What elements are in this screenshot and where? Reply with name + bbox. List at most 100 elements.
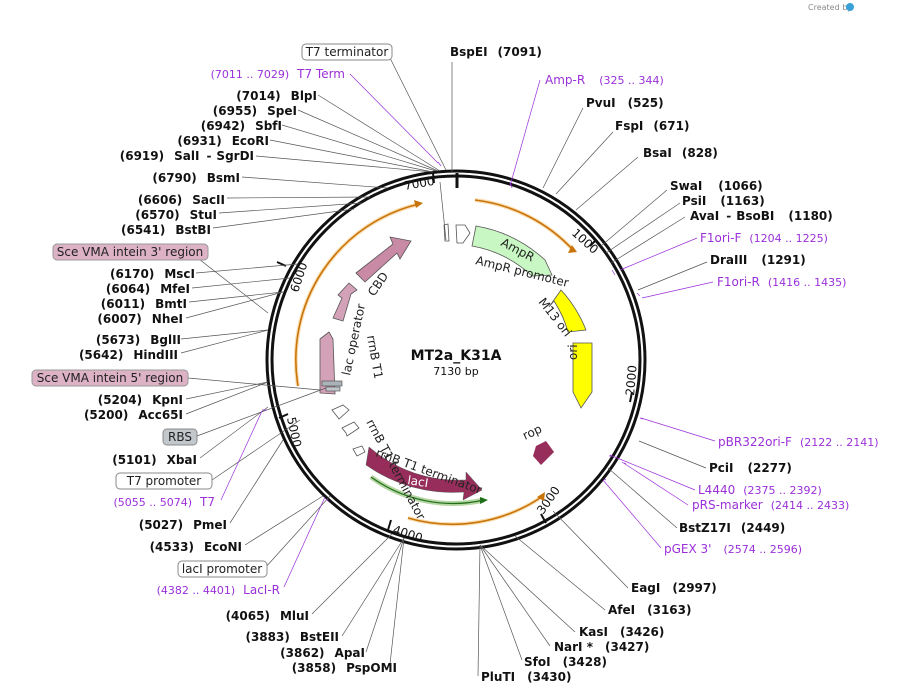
feature-intein-3[interactable]: [332, 282, 358, 322]
feature-rbs: [325, 386, 341, 392]
enzyme-xbai[interactable]: (5101)XbaI: [112, 453, 197, 467]
primer-l4440[interactable]: L4440(2375 .. 2392): [698, 483, 822, 497]
feature-rop[interactable]: [533, 441, 554, 465]
enzyme-econi[interactable]: (4533)EcoNI: [150, 540, 242, 554]
enzyme-bspei[interactable]: BspEI(7091): [450, 45, 542, 59]
orf-arc-cbd: [295, 203, 420, 387]
enzyme-nhei[interactable]: (6007)NheI: [97, 312, 183, 326]
enzyme-stui[interactable]: (6570)StuI: [135, 208, 217, 222]
enzyme-acc65i[interactable]: (5200)Acc65I: [84, 408, 183, 422]
enzyme-bglii[interactable]: (5673)BglII: [96, 333, 181, 347]
primer-amp-r[interactable]: Amp-R(325 .. 344): [545, 73, 664, 87]
boxed-label-sce-5[interactable]: Sce VMA intein 5' region: [37, 371, 183, 385]
leader-bsai: [575, 156, 639, 211]
enzyme-ecori[interactable]: (6931)EcoRI: [177, 134, 269, 148]
leader-t7-feature: [439, 181, 447, 241]
enzyme-pvui[interactable]: PvuI(525): [586, 96, 664, 110]
leader-sbfi: [281, 124, 437, 172]
enzyme-fspi[interactable]: FspI(671): [615, 119, 689, 133]
primer-f1ori-r[interactable]: F1ori-R(1416 .. 1435): [717, 275, 846, 289]
feature-intein-5[interactable]: [319, 331, 336, 395]
enzyme-pmei[interactable]: (5027)PmeI: [139, 518, 227, 532]
enzyme-kasi[interactable]: KasI(3426): [579, 625, 664, 639]
enzyme-mlui[interactable]: (4065)MluI: [226, 609, 309, 623]
primer-arc-laci-arrow: [480, 497, 488, 504]
leader-sfoi: [479, 544, 523, 661]
enzyme-bmti[interactable]: (6011)BmtI: [101, 297, 187, 311]
primer-binding-ticks: [262, 161, 644, 503]
feature-ori[interactable]: [572, 342, 593, 409]
enzyme-bsmi[interactable]: (6790)BsmI: [152, 171, 240, 185]
brand-watermark: Created by: [808, 3, 852, 12]
enzyme-mfei[interactable]: (6064)MfeI: [106, 282, 190, 296]
leader-draiii: [637, 261, 708, 291]
boxed-label-laci-promoter[interactable]: lacI promoter: [182, 562, 262, 576]
primer-pbr322ori-f[interactable]: pBR322ori-F(2122 .. 2141): [718, 435, 879, 449]
primer-laci-r[interactable]: (4382 .. 4401)LacI-R: [157, 583, 280, 597]
orf-arc-ampr: [474, 199, 575, 252]
enzyme-nari[interactable]: NarI *(3427): [554, 640, 649, 654]
leader-hindiii: [180, 329, 269, 354]
leader-msci: [195, 263, 299, 274]
enzyme-eagi[interactable]: EagI(2997): [631, 581, 717, 595]
enzyme-hindiii[interactable]: (5642)HindIII: [79, 348, 178, 362]
enzyme-pspomi[interactable]: (3858)PspOMI: [292, 661, 397, 675]
enzyme-sali-sgrdi[interactable]: (6919)SalI-SgrDI: [120, 149, 254, 163]
enzyme-sbfi[interactable]: (6942)SbfI: [201, 119, 282, 133]
primer-t7[interactable]: (5055 .. 5074)T7: [113, 495, 215, 509]
enzyme-bstbi[interactable]: (6541)BstBI: [121, 223, 211, 237]
boxed-label-t7-terminator[interactable]: T7 terminator: [305, 45, 389, 59]
primer-t7-term[interactable]: (7011 .. 7029)T7 Term: [211, 67, 345, 81]
boxed-label-sce-3[interactable]: Sce VMA intein 3' region: [57, 245, 203, 259]
primer-prs-marker[interactable]: pRS-marker(2414 .. 2433): [692, 498, 849, 512]
leader-bglii: [180, 329, 269, 340]
leader-prs-marker: [621, 461, 689, 506]
enzyme-apai[interactable]: (3862)ApaI: [280, 646, 365, 660]
primer-f1ori-f[interactable]: F1ori-F(1204 .. 1225): [700, 231, 828, 245]
enzyme-bsai[interactable]: BsaI(828): [643, 146, 718, 160]
leader-mfei: [191, 277, 291, 289]
primer-pgex-3[interactable]: pGEX 3'(2574 .. 2596): [664, 542, 802, 556]
leader-kpni: [185, 381, 269, 400]
box-rbs: [162, 428, 198, 446]
leader-stui: [218, 202, 363, 214]
orf-arc-cbd-arrow: [414, 200, 423, 208]
enzyme-psii[interactable]: PsiI(1163): [682, 194, 765, 208]
enzyme-msci[interactable]: (6170)MscI: [110, 267, 195, 281]
leader-lines: [180, 57, 708, 677]
tick-4000: [387, 519, 392, 531]
leader-t7: [220, 410, 263, 501]
feature-rrnb-t1-terminator-c: [352, 445, 366, 457]
backbone-outer-circle: [265, 169, 647, 551]
leader-kasi: [479, 544, 576, 633]
enzyme-sacii[interactable]: (6606)SacII: [138, 193, 225, 207]
enzyme-blpi[interactable]: (7014)BlpI: [236, 89, 317, 103]
leader-bmti: [188, 291, 284, 303]
enzyme-pluti[interactable]: PluTI(3430): [481, 670, 571, 684]
leader-bstz17i: [607, 467, 678, 529]
boxed-label-t7-promoter[interactable]: T7 promoter: [126, 474, 202, 488]
feature-rrnb-t1-terminator-a: [331, 404, 350, 420]
leader-sacii: [226, 196, 371, 199]
leader-ecori: [269, 139, 434, 173]
feature-cbd[interactable]: [355, 236, 412, 283]
feature-ampr[interactable]: [471, 225, 553, 277]
enzyme-kpni[interactable]: (5204)KpnI: [98, 393, 183, 407]
leader-pmei: [229, 439, 284, 524]
enzyme-pcii[interactable]: PciI(2277): [709, 461, 792, 475]
feature-laci[interactable]: [365, 446, 483, 501]
enzyme-swai[interactable]: SwaI(1066): [670, 179, 763, 193]
leader-pluti: [477, 544, 481, 677]
enzyme-bsteii[interactable]: (3883)BstEII: [245, 630, 339, 644]
feature-m13-ori[interactable]: [548, 289, 587, 333]
enzyme-spei[interactable]: (6955)SpeI: [213, 104, 297, 118]
leader-pcii: [638, 440, 707, 469]
enzyme-sfoi[interactable]: SfoI(3428): [524, 655, 607, 669]
enzyme-draiii[interactable]: DraIII(1291): [710, 253, 806, 267]
enzyme-afei[interactable]: AfeI(3163): [608, 603, 692, 617]
enzyme-bstz17i[interactable]: BstZ17I(2449): [679, 521, 785, 535]
enzyme-avai-bsobi[interactable]: AvaI-BsoBI(1180): [690, 209, 833, 223]
leader-bstbi: [212, 208, 355, 229]
boxed-label-rbs[interactable]: RBS: [168, 430, 192, 444]
